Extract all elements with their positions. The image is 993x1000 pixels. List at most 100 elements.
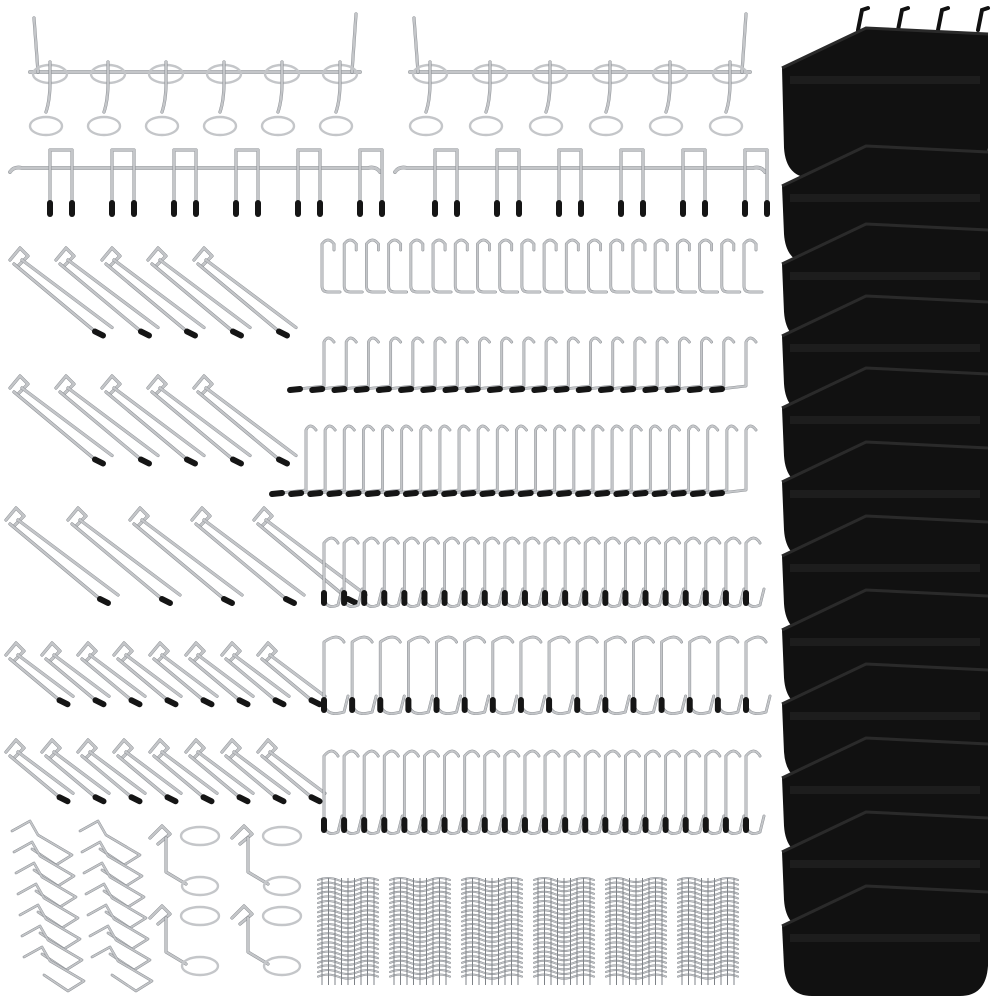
loop [262,955,302,977]
rubber-tip [670,490,687,497]
ring [528,115,564,137]
rubber-tip [92,328,106,339]
j-hook [742,238,764,294]
loop-hook [148,824,221,897]
rubber-tip [308,697,323,708]
rubber-tip [326,490,343,497]
hook-arm [202,518,306,597]
loop-hook [230,824,303,897]
hook-arm [8,657,62,702]
straight-hook [112,641,183,708]
peg-lock-bundle [317,877,379,985]
bin-rim [781,588,989,632]
rubber-tip [460,490,477,497]
u-hook [619,148,645,207]
loop [179,825,221,847]
l-hook [555,336,602,392]
rubber-tip [620,386,637,393]
hook-arm [196,750,255,795]
straight-hook [8,374,114,467]
ring [86,115,122,137]
rubber-tip [464,386,481,393]
l-hook [385,424,433,496]
straight-hook [54,246,160,339]
straight-hook [128,506,244,606]
rubber-tip [553,386,570,393]
hook-arm [196,262,281,334]
straight-hook [252,506,368,606]
j-hook [675,238,697,294]
loop-stem [246,836,270,886]
hook-row [287,336,758,393]
l-hook [710,336,758,392]
hook-arm [132,522,226,601]
u-hook [234,148,260,207]
bin-lip [790,194,980,202]
hook-arm [58,390,143,462]
l-hook [599,336,647,392]
hook-arm [196,653,255,698]
j-hook-strip-racks [8,148,770,217]
rubber-tip [364,490,381,497]
l-hook [355,336,403,392]
j-hook-rack [393,148,770,217]
ring [588,115,624,137]
hook-arm [152,657,206,702]
j-hook [476,238,497,294]
straight-hook [8,246,114,339]
rubber-tip [632,490,649,497]
rubber-tip [56,794,71,805]
hook-arm [124,653,183,698]
bin-rim [781,884,989,928]
l-hook [310,336,358,392]
j-hook [520,238,542,294]
rubber-tip [686,386,703,393]
bin-rim [781,222,989,266]
straight-hook [54,374,160,467]
loop-hook [230,904,303,977]
bin-lip [790,76,980,84]
rubber-tip [276,328,290,339]
ring-stem [160,60,168,114]
hook-arm [152,754,206,799]
zigzag-hooks [10,819,154,993]
rubber-tip [272,794,287,805]
hook-arm [160,653,219,698]
rubber-tip [184,328,198,339]
rubber-tip [92,456,106,467]
rubber-tip [402,490,419,497]
hook-arm [204,386,298,458]
rubber-tip [92,794,107,805]
hook-arm [104,262,189,334]
rubber-tip [128,794,143,805]
hook-arm [264,518,368,597]
l-hook [366,424,414,496]
hook-arm [116,754,170,799]
rubber-tip [345,490,362,497]
ring-stem [218,60,226,114]
ring [468,115,504,137]
hook-arm [78,518,182,597]
l-hook [653,424,701,496]
rubber-tip [230,328,244,339]
ring-rack [28,12,362,137]
hook-clip [148,904,172,926]
l-hook [488,336,536,392]
hook-arm [196,390,281,462]
straight-hook [76,641,147,708]
hook-arm [260,657,314,702]
bin-lip [790,638,980,646]
j-hook [720,238,742,294]
ring-stem [102,60,110,114]
hook-arm [204,258,298,330]
j-hook [320,238,342,294]
ring-stem [544,60,552,114]
j-hook [564,238,586,294]
rubber-tip [272,697,287,708]
rubber-tip [138,328,152,339]
rubber-tip [309,386,326,393]
l-hook [519,424,567,496]
loop-stem [164,836,188,886]
hook-arm [44,657,98,702]
ring [202,115,238,137]
